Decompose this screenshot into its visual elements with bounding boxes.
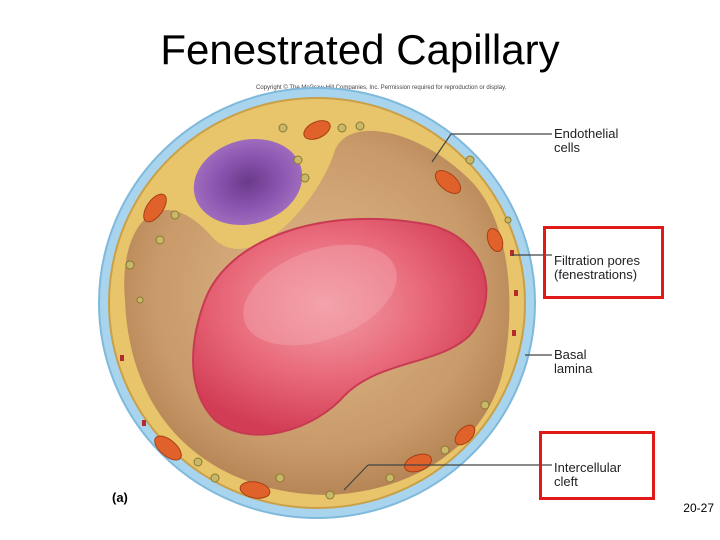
fenestrations: [120, 250, 518, 426]
mitochondria-group: [143, 120, 504, 499]
leader-line-intercellular: [343, 464, 369, 491]
highlight-box-intercellular: [539, 431, 655, 500]
mitochondrion: [404, 453, 432, 473]
mitochondrion: [454, 424, 476, 446]
label-basal-lamina: Basal lamina: [554, 347, 593, 376]
slide-number: 20-27: [683, 501, 714, 515]
nucleus: [193, 139, 303, 225]
mitochondrion: [154, 435, 182, 461]
copyright-notice: Copyright © The McGraw-Hill Companies, I…: [256, 85, 507, 91]
panel-label: (a): [112, 490, 128, 505]
red-blood-cell: [192, 217, 488, 436]
vesicles: [125, 121, 512, 500]
mitochondrion: [303, 120, 331, 140]
label-intercellular-cleft: Intercellular cleft: [554, 460, 622, 489]
mitochondrion: [143, 193, 167, 223]
label-endothelial-cells: Endothelial cells: [554, 126, 619, 155]
mitochondrion: [239, 481, 271, 499]
mitochondrion: [434, 170, 462, 194]
label-filtration-pores: Filtration pores (fenestrations): [554, 253, 640, 282]
leader-line-endothelial: [431, 133, 452, 163]
highlight-box-filtration: [543, 226, 664, 299]
slide-title: Fenestrated Capillary: [160, 26, 560, 73]
mitochondrion: [486, 227, 504, 253]
